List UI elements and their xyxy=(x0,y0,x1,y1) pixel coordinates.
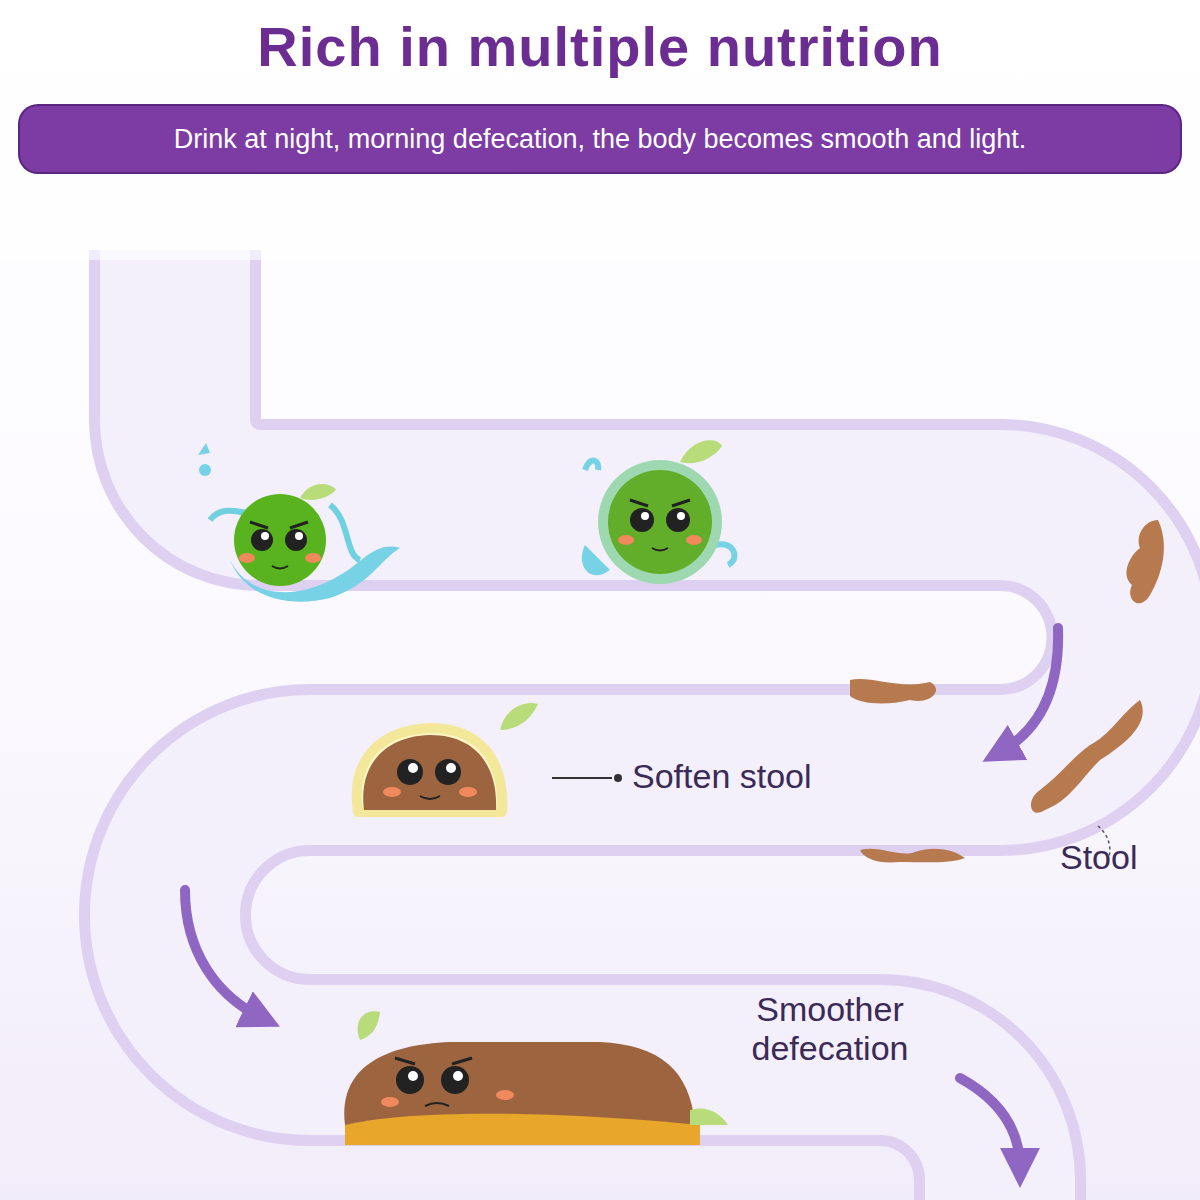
leader-dot xyxy=(614,774,622,782)
green-nutrient-character xyxy=(582,440,735,584)
green-nutrient-character xyxy=(198,443,400,602)
leader-line xyxy=(552,777,612,779)
diagram-title: Rich in multiple nutrition xyxy=(0,14,1200,79)
callout-label: Soften stool xyxy=(632,757,952,796)
soft-stool-character xyxy=(357,703,538,812)
intestine-wall xyxy=(165,250,1133,1200)
flow-arrows xyxy=(185,628,1058,1168)
tube-fade xyxy=(0,230,1200,260)
stool-lumps xyxy=(850,520,1164,863)
callout-label: Smoother defecation xyxy=(700,990,960,1068)
intestine-lumen xyxy=(165,250,1133,1200)
instruction-band: Drink at night, morning defecation, the … xyxy=(20,106,1180,172)
band-text: Drink at night, morning defecation, the … xyxy=(174,124,1027,155)
callout-label: Stool xyxy=(1060,838,1190,877)
smooth-stool-character xyxy=(344,1011,728,1145)
